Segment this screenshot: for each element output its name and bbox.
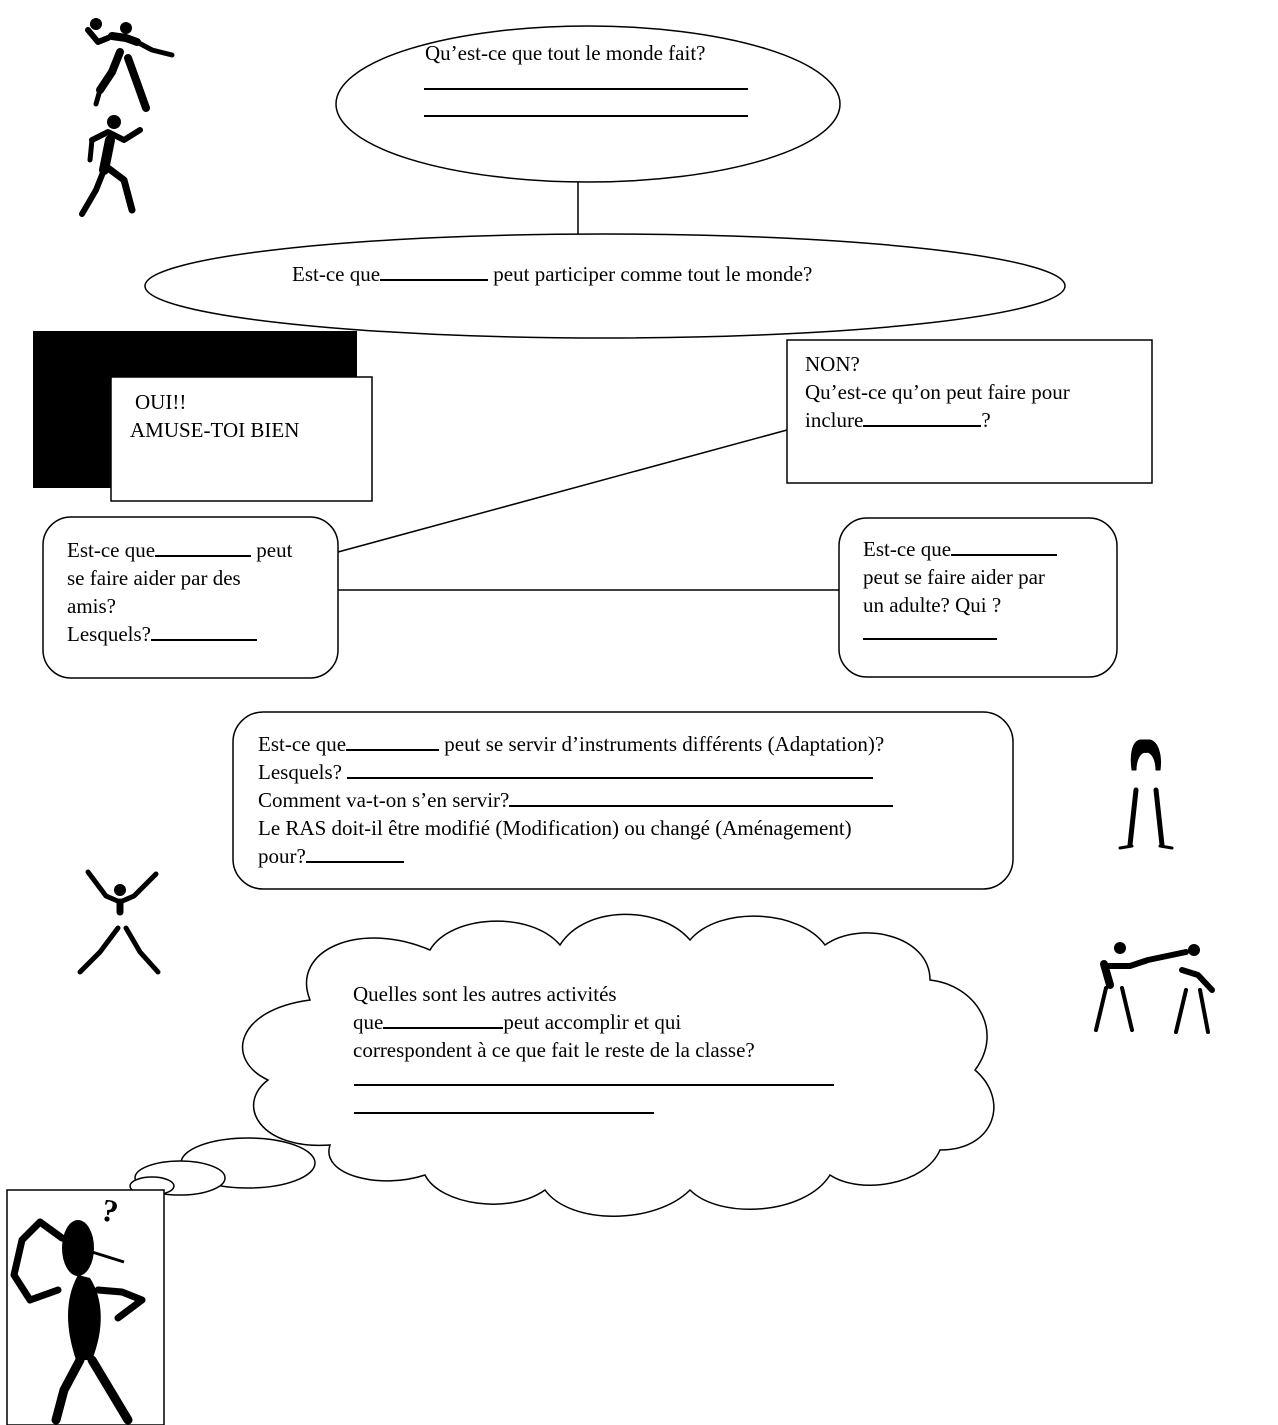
instruments-line-1: Est-ce que peut se servir d’instruments … xyxy=(258,731,885,756)
yes-box xyxy=(110,376,373,502)
no-line-2: Qu’est-ce qu’on peut faire pour xyxy=(805,380,1070,404)
friends-line-4: Lesquels? xyxy=(67,620,292,648)
yes-line-1: OUI!! xyxy=(135,390,187,414)
no-box xyxy=(786,339,1153,484)
cloud-blank-1 xyxy=(383,1009,504,1029)
friends-line-1: Est-ce que peut xyxy=(67,537,293,562)
connector-friends-to-no xyxy=(337,429,788,553)
yes-line-2: AMUSE-TOI BIEN xyxy=(130,418,300,442)
jogging-figure-icon xyxy=(79,115,143,217)
thought-cloud xyxy=(129,913,995,1217)
cloud-line-1: Quelles sont les autres activités xyxy=(353,982,617,1006)
center-question-ellipse xyxy=(144,233,1066,339)
friends-line-3: amis? xyxy=(67,594,116,618)
thinking-figure-icon: ? xyxy=(6,1189,165,1425)
adult-blank-2 xyxy=(863,620,997,640)
instruments-line-3: Comment va-t-on s’en servir? xyxy=(258,786,894,814)
top-answer-line-1 xyxy=(424,88,748,90)
instruments-line-2: Lesquels? xyxy=(258,758,893,786)
center-question-prefix: Est-ce que xyxy=(292,262,381,286)
adult-line-4 xyxy=(863,619,1057,647)
instruments-blank-1 xyxy=(346,731,440,751)
instruments-box xyxy=(232,711,1014,890)
instruments-line-4: Le RAS doit-il être modifié (Modificatio… xyxy=(258,816,852,840)
no-blank xyxy=(863,407,982,427)
instruments-blank-4 xyxy=(305,843,404,863)
no-line-3: inclure? xyxy=(805,407,991,432)
top-answer-line-2 xyxy=(424,115,748,117)
cloud-answer-line-2 xyxy=(354,1112,654,1114)
center-question-text: Est-ce que peut participer comme tout le… xyxy=(292,260,812,288)
adult-blank-1 xyxy=(951,536,1058,556)
adult-box xyxy=(838,517,1118,678)
adult-line-1: Est-ce que xyxy=(863,535,1058,563)
top-question-ellipse xyxy=(335,25,841,183)
cloud-answer-line-1 xyxy=(354,1084,834,1086)
jumping-figure-icon xyxy=(77,869,161,975)
instruments-box-text: Est-ce que peut se servir d’instruments … xyxy=(258,730,894,870)
yes-box-text: OUI!! AMUSE-TOI BIEN xyxy=(130,388,299,444)
cloud-line-3: correspondent à ce que fait le reste de … xyxy=(353,1038,755,1062)
friends-blank-2 xyxy=(150,621,257,641)
friends-blank-1 xyxy=(155,537,252,557)
friends-line-2: se faire aider par des xyxy=(67,566,241,590)
instruments-blank-3 xyxy=(509,787,894,807)
instruments-line-5: pour? xyxy=(258,842,893,870)
adult-line-2: peut se faire aider par xyxy=(863,565,1045,589)
friends-box-text: Est-ce que peut se faire aider par des a… xyxy=(67,536,292,648)
svg-text:?: ? xyxy=(98,1191,121,1230)
center-question-blank xyxy=(380,261,489,281)
no-box-text: NON? Qu’est-ce qu’on peut faire pour inc… xyxy=(805,350,1070,434)
stretching-figure-icon xyxy=(1118,739,1174,850)
no-line-1: NON? xyxy=(805,352,860,376)
running-figure-icon xyxy=(85,18,175,112)
instruments-blank-2 xyxy=(347,759,874,779)
adult-box-text: Est-ce que peut se faire aider par un ad… xyxy=(863,535,1058,647)
center-question-suffix: peut participer comme tout le monde? xyxy=(493,262,813,286)
two-figures-pulling-icon xyxy=(1094,942,1215,1034)
friends-box xyxy=(42,516,339,679)
adult-line-3: un adulte? Qui ? xyxy=(863,593,1002,617)
top-question-text: Qu’est-ce que tout le monde fait? xyxy=(425,41,706,65)
